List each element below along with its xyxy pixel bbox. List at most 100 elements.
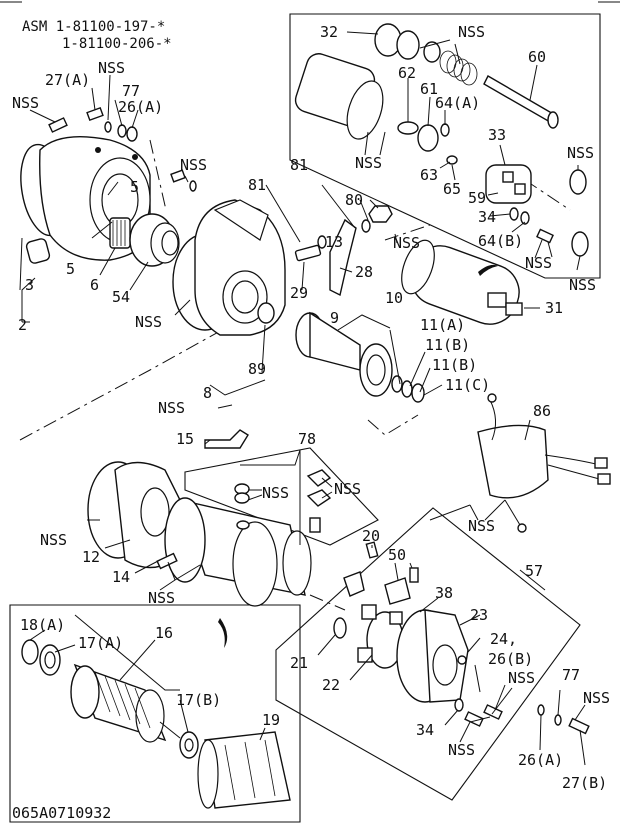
label-81: 81 [290,156,308,174]
pin-29 [294,244,322,262]
pinion-6 [109,217,131,249]
label-20: 20 [362,527,380,545]
drawing-code: 065A0710932 [12,804,111,822]
washer-34 [509,207,519,221]
drive-housing-assembly [20,135,180,267]
label-31: 31 [545,299,563,317]
label-5: 5 [130,178,139,196]
label-nss: NSS [525,254,552,272]
label-24: 24, [490,630,517,648]
label-22: 22 [322,676,340,694]
label-17b: 17(B) [176,691,221,709]
yoke-liner-19 [197,731,291,809]
label-64b: 64(B) [478,232,523,250]
screw-20 [365,541,379,559]
bushing-3 [25,238,51,264]
label-59: 59 [468,189,486,207]
label-27a: 27(A) [45,71,90,89]
label-nss: NSS [148,589,175,607]
assembly-number-1: ASM 1-81100-197-* [22,19,165,35]
label-86: 86 [533,402,551,420]
spring-nss [439,50,478,86]
label-57: 57 [525,562,543,580]
label-5: 5 [66,260,75,278]
lever-28 [329,218,357,297]
label-63: 63 [420,166,438,184]
leader-lines [19,31,586,766]
label-18a: 18(A) [20,616,65,634]
label-11b: 11(B) [425,336,470,354]
terminal-kit [204,429,332,533]
label-23: 23 [470,606,488,624]
bolt-27b [568,717,590,735]
label-nss: NSS [40,531,67,549]
label-29: 29 [290,284,308,302]
label-nss: NSS [262,484,289,502]
screw-62 [397,121,419,135]
pinion-shaft-assembly [295,311,425,403]
lead-15 [204,429,249,449]
fasteners-top-left [48,106,197,192]
label-14: 14 [112,568,130,586]
washer-81 [361,219,371,233]
label-nss: NSS [583,689,610,707]
label-64a: 64(A) [435,94,480,112]
label-77: 77 [122,82,140,100]
solenoid-assembly [401,239,523,325]
cap-nss-upper [569,169,587,195]
label-61: 61 [420,80,438,98]
label-8: 8 [203,384,212,402]
label-nss: NSS [158,399,185,417]
label-62: 62 [398,64,416,82]
brush-holder-box [275,507,581,801]
bearing-18a [21,639,39,665]
solenoid-box [289,13,601,279]
label-nss: NSS [393,234,420,252]
armature-box-parts [21,639,291,809]
spring-20 [343,571,365,597]
label-50: 50 [388,546,406,564]
gear-61 [417,124,439,152]
label-nss: NSS [135,313,162,331]
label-15: 15 [176,430,194,448]
brush-50 [384,577,411,605]
assembly-centre-lines [19,139,571,611]
label-2: 2 [18,316,27,334]
label-11b: 11(B) [432,356,477,374]
label-nss: NSS [567,144,594,162]
label-26b: 26(B) [488,650,533,668]
label-nss: NSS [98,59,125,77]
label-9: 9 [330,309,339,327]
washer-34b [454,698,464,712]
label-26a: 26(A) [518,751,563,769]
callout-labels: 27(A) NSS 77 26(A) NSS 5 5 6 54 3 2 NSS … [12,23,610,792]
spring-21 [333,617,347,639]
label-60: 60 [528,48,546,66]
nut-80 [368,205,393,223]
label-33: 33 [488,126,506,144]
label-3: 3 [25,276,34,294]
label-32: 32 [320,23,338,41]
label-nss: NSS [468,517,495,535]
label-54: 54 [112,288,130,306]
label-11a: 11(A) [420,316,465,334]
label-81: 81 [248,176,266,194]
wiring-harness-86 [429,393,611,533]
label-89: 89 [248,360,266,378]
label-65: 65 [443,180,461,198]
label-nss: NSS [508,669,535,687]
label-nss: NSS [569,276,596,294]
detail-boxes [9,13,601,823]
label-77: 77 [562,666,580,684]
label-16: 16 [155,624,173,642]
armature-16 [70,663,181,743]
label-nss: NSS [448,741,475,759]
label-17a: 17(A) [78,634,123,652]
label-nss: NSS [12,94,39,112]
cap-nss-lower [571,231,589,257]
label-12: 12 [82,548,100,566]
gear-case [172,199,286,336]
label-78: 78 [298,430,316,448]
brush-holder-box-parts [333,541,590,735]
label-27b: 27(B) [562,774,607,792]
